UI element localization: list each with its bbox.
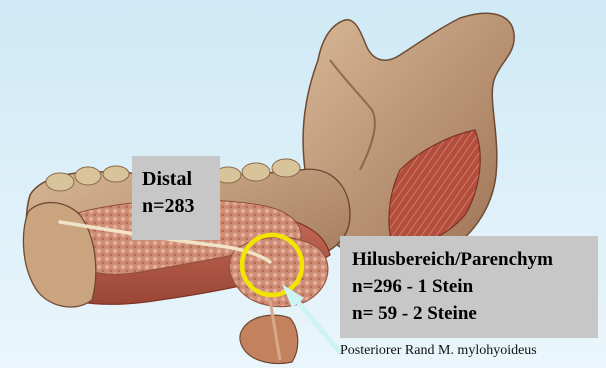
mylohyoid-caption: Posteriorer Rand M. mylohyoideus	[340, 343, 537, 359]
tooth	[272, 159, 300, 177]
tooth	[46, 173, 74, 191]
distal-label-box: Distal n=283	[132, 156, 220, 240]
tooth	[103, 166, 129, 182]
hilus-count-two-stones: n= 59 - 2 Steine	[352, 300, 598, 327]
hilus-title: Hilusbereich/Parenchym	[352, 246, 598, 273]
hilus-count-one-stone: n=296 - 1 Stein	[352, 273, 598, 300]
distal-count: n=283	[142, 193, 220, 220]
hilus-label-box: Hilusbereich/Parenchym n=296 - 1 Stein n…	[340, 236, 598, 338]
tooth	[75, 167, 101, 185]
distal-title: Distal	[142, 166, 220, 193]
tooth	[242, 163, 270, 181]
